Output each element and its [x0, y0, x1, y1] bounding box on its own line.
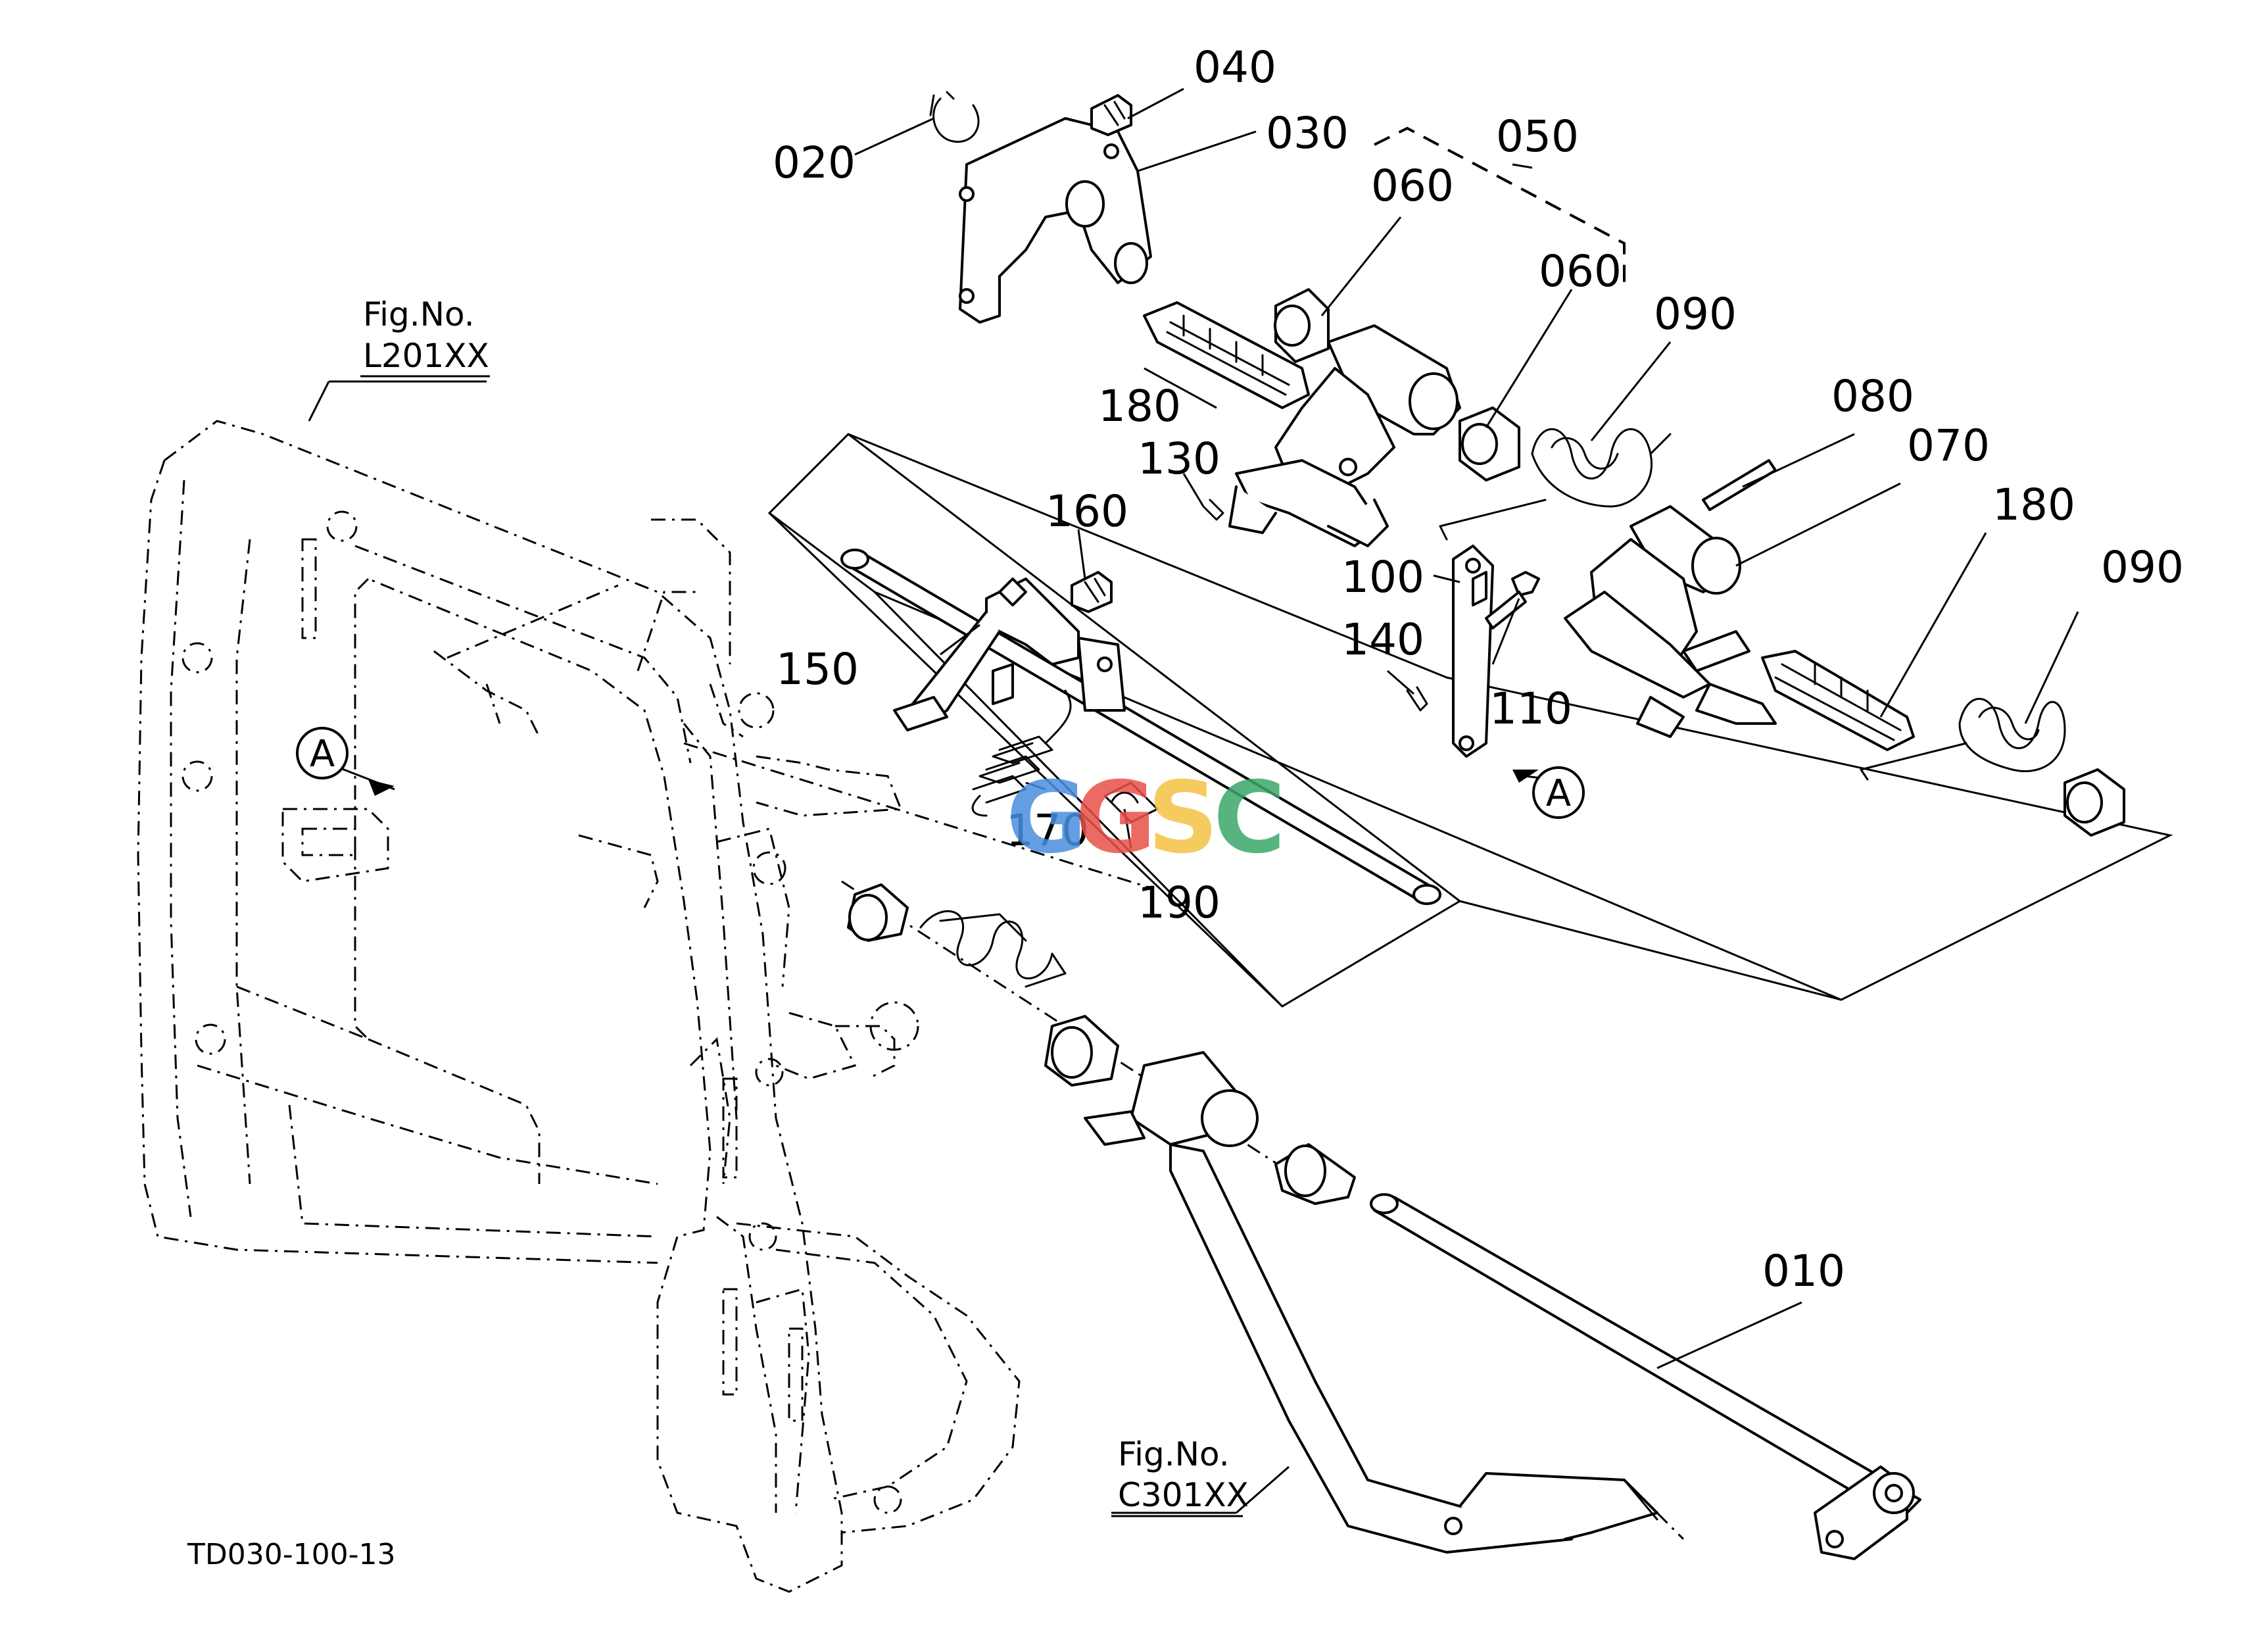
section-marker-left: A: [296, 727, 349, 779]
part-110-bolt: [1485, 571, 1540, 629]
part-090-return-spring-upper: [1439, 428, 1672, 541]
figure-reference-bottom: Fig.No. C301XX: [1118, 1435, 1249, 1514]
callout-070: 070: [1907, 420, 1990, 471]
part-040-fitting: [1090, 94, 1132, 136]
part-090-return-spring-lower: [1860, 698, 2066, 781]
svg-text:A: A: [310, 733, 335, 775]
callout-010: 010: [1762, 1246, 1845, 1296]
watermark-letter-2: G: [1075, 761, 1156, 875]
part-050-pedal-assy: [1228, 324, 1461, 547]
part-060-bush-middle: [1459, 406, 1520, 481]
part-030-bracket: [959, 117, 1152, 324]
callout-090-b: 090: [2101, 542, 2184, 593]
fender-frame: [137, 420, 1021, 1593]
part-160-fitting: [1071, 571, 1113, 613]
assembly-boxes: [767, 126, 2173, 1008]
part-100-rod: [1452, 545, 1494, 758]
callout-060-a: 060: [1371, 160, 1454, 211]
callout-170: 170: [1006, 805, 1089, 856]
part-020-circlip: [929, 91, 980, 143]
part-010-main-shaft: [1370, 1193, 1921, 1560]
part-140-clip: [1406, 686, 1428, 712]
lower-shaft-parts: [847, 883, 1119, 1087]
leader-lines: [308, 87, 2079, 1514]
part-180-pedal-pad-upper: [1143, 301, 1310, 409]
part-190-spring: [1103, 781, 1159, 823]
watermark-letter-1: G: [1006, 761, 1087, 875]
part-150-cross-shaft: [840, 549, 1441, 905]
callout-190: 190: [1138, 877, 1220, 928]
part-180-pedal-pad-lower: [1682, 630, 1915, 751]
part-130-clip: [1202, 499, 1224, 521]
callout-labels: 010 020 030 040 050 060 060 070 080 090 …: [773, 42, 2184, 1296]
watermark-letter-3: S: [1147, 761, 1218, 875]
callout-040: 040: [1194, 42, 1276, 93]
callout-160: 160: [1046, 486, 1128, 537]
watermark-letter-4: C: [1213, 761, 1286, 875]
callout-080: 080: [1831, 371, 1914, 422]
part-170-spring: [971, 689, 1072, 817]
part-060-bush-upper: [1274, 288, 1330, 363]
callout-020: 020: [773, 137, 856, 188]
callout-050: 050: [1496, 111, 1579, 162]
figref-bottom-number: C301XX: [1118, 1476, 1249, 1514]
brake-pedal-lower: [1084, 1051, 1685, 1554]
figure-reference-top: Fig.No. L201XX: [363, 295, 489, 375]
callout-130: 130: [1138, 433, 1220, 484]
callout-090-a: 090: [1654, 289, 1737, 339]
figref-bottom-label: Fig.No.: [1118, 1435, 1230, 1473]
callout-180-b: 180: [1992, 479, 2075, 530]
part-080-pin: [1702, 459, 1777, 511]
callout-150: 150: [776, 644, 859, 695]
figref-top-number: L201XX: [363, 337, 489, 375]
callout-060-b: 060: [1539, 246, 1622, 297]
part-070-pedal-arm: [1564, 505, 1777, 738]
bush-lower-right: [2063, 768, 2125, 837]
section-marker-right: A: [1532, 766, 1585, 819]
callout-030: 030: [1266, 108, 1349, 159]
callout-110: 110: [1489, 683, 1572, 734]
callout-180-a: 180: [1098, 381, 1181, 431]
drawing-number: TD030-100-13: [187, 1538, 395, 1571]
watermark-logo: G G S C: [1006, 761, 1286, 875]
alignment-lines: [446, 584, 1329, 1198]
svg-text:A: A: [1546, 772, 1571, 815]
callout-100: 100: [1341, 552, 1424, 602]
callout-140: 140: [1341, 614, 1424, 665]
figref-top-label: Fig.No.: [363, 295, 475, 333]
